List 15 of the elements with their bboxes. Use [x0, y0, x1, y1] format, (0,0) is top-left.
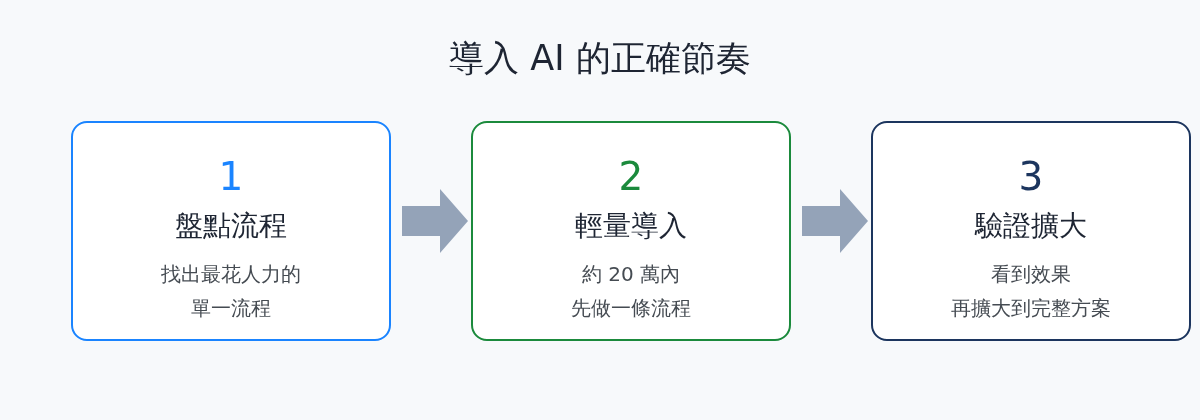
step-description: 找出最花人力的單一流程 — [161, 260, 301, 322]
step-number: 3 — [1018, 154, 1044, 199]
step-description: 約 20 萬內先做一條流程 — [571, 260, 691, 322]
title: 導入 AI 的正確節奏 — [448, 37, 752, 80]
step-card — [471, 121, 791, 341]
step-title: 驗證擴大 — [975, 207, 1087, 244]
step-number: 1 — [218, 154, 244, 199]
step-title: 輕量導入 — [575, 207, 687, 244]
step-number: 2 — [618, 154, 644, 199]
step-description: 看到效果再擴大到完整方案 — [951, 260, 1111, 322]
step-card — [71, 121, 391, 341]
step-card — [871, 121, 1191, 341]
arrow — [402, 189, 468, 253]
step-title: 盤點流程 — [175, 207, 287, 244]
arrow — [802, 189, 868, 253]
